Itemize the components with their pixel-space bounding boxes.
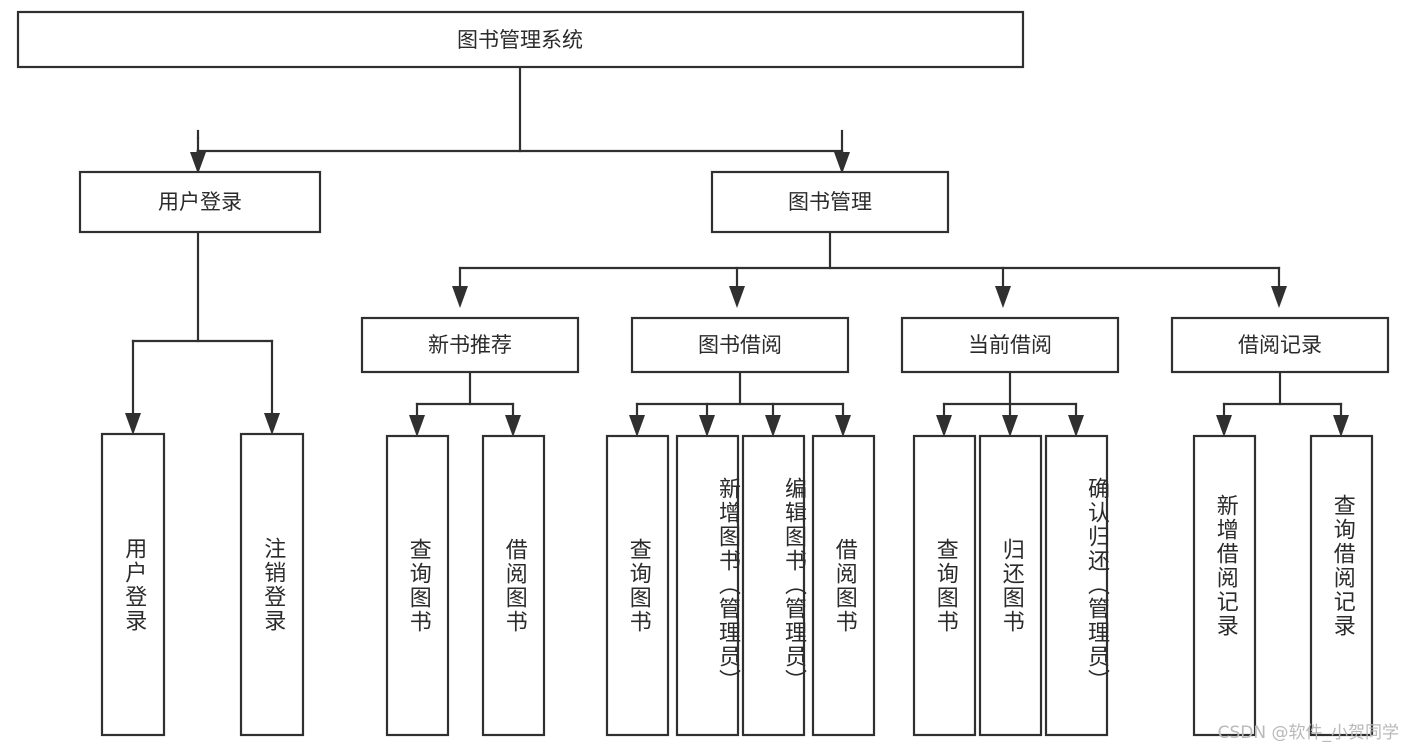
- node-book-borrow[interactable]: [630, 316, 850, 374]
- connector-userlogin-to-leaves: [125, 230, 280, 435]
- leaf-box-book-borrow-2[interactable]: [741, 434, 806, 737]
- leaf-box-book-borrow-3[interactable]: [811, 434, 876, 737]
- leaf-box-user-login-0[interactable]: [100, 432, 166, 737]
- node-user-login[interactable]: [78, 170, 322, 234]
- leaf-box-new-book-1[interactable]: [481, 434, 546, 737]
- node-borrow-record[interactable]: [1170, 316, 1390, 374]
- leaf-box-current-borrow-0[interactable]: [912, 434, 977, 737]
- node-book-borrow-label: 图书借阅: [698, 333, 782, 357]
- connector-bookborrow-to-leaves: [629, 370, 851, 437]
- connector-borrowrecord-to-leaves: [1216, 370, 1349, 437]
- node-root[interactable]: [16, 10, 1025, 69]
- node-book-management-label: 图书管理: [788, 190, 872, 214]
- node-current-borrow-label: 当前借阅: [968, 333, 1052, 357]
- leaf-box-current-borrow-2[interactable]: [1044, 434, 1109, 737]
- node-new-book-recommend[interactable]: [360, 316, 580, 374]
- csdn-watermark: CSDN @软件_小贺同学: [1217, 723, 1399, 743]
- connector-root-to-level2: [190, 65, 850, 174]
- leaf-box-book-borrow-0[interactable]: [605, 434, 670, 737]
- leaf-box-book-borrow-1[interactable]: [675, 434, 740, 737]
- node-root-label: 图书管理系统: [457, 28, 583, 52]
- leaf-box-borrow-record-1[interactable]: [1309, 434, 1374, 737]
- node-book-management[interactable]: [710, 170, 950, 234]
- connector-bookmgmt-to-level3: [452, 230, 1287, 308]
- leaf-box-user-login-1[interactable]: [239, 432, 305, 737]
- leaf-box-current-borrow-1[interactable]: [978, 434, 1043, 737]
- connector-currentborrow-to-leaves: [936, 370, 1084, 437]
- node-borrow-record-label: 借阅记录: [1238, 333, 1322, 357]
- leaf-box-borrow-record-0[interactable]: [1192, 434, 1257, 737]
- leaf-box-new-book-0[interactable]: [385, 434, 450, 737]
- node-user-login-label: 用户登录: [158, 190, 242, 214]
- node-current-borrow[interactable]: [900, 316, 1120, 374]
- node-new-book-recommend-label: 新书推荐: [428, 333, 512, 357]
- connector-newbook-to-leaves: [409, 370, 521, 437]
